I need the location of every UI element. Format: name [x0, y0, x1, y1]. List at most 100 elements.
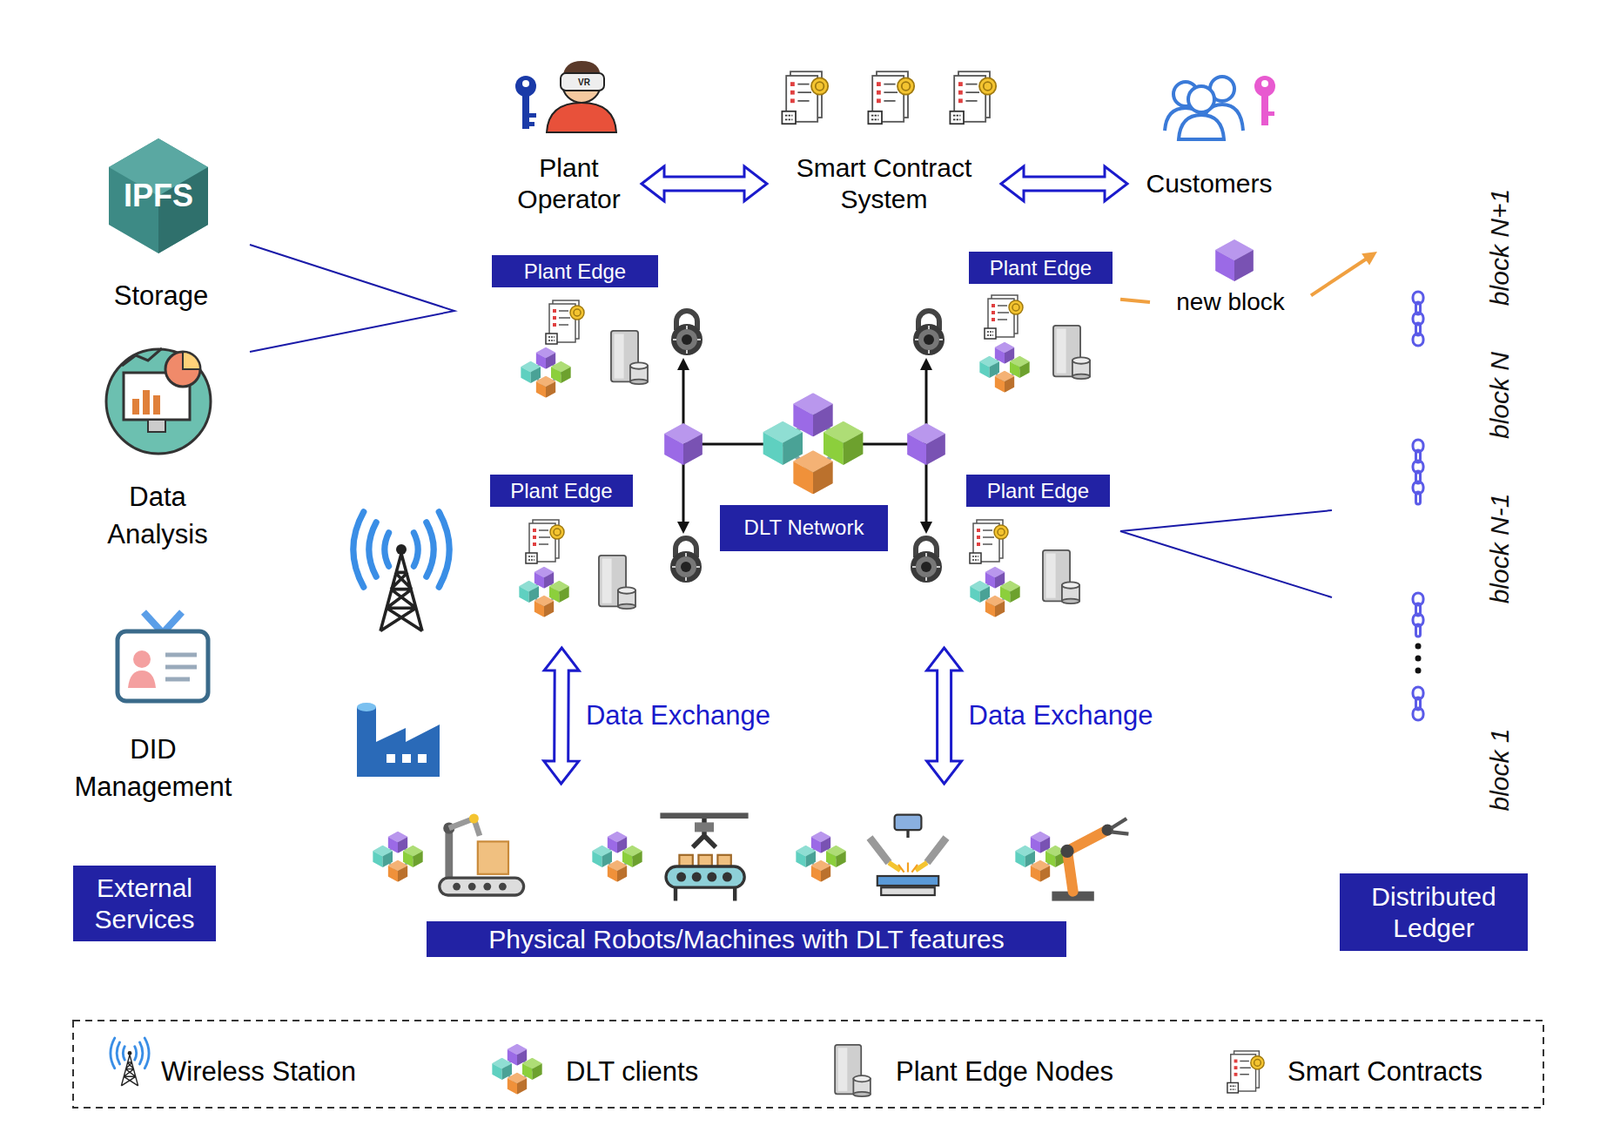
plane-shape [285, 239, 1317, 648]
ledger-panel: Distributed Ledger block N+1 block N block … [1331, 112, 1536, 968]
chain-dot [1415, 667, 1422, 674]
chain-dot [1415, 655, 1422, 662]
chain-link [1412, 707, 1424, 720]
robot-icon [869, 814, 947, 895]
cube-icon [907, 423, 946, 465]
block-label: block N [1485, 351, 1515, 439]
server-icon [1042, 550, 1080, 604]
legend-label: Plant Edge Nodes [895, 1055, 1114, 1088]
connector [1120, 299, 1150, 303]
legend-label: DLT clients [565, 1055, 699, 1088]
text-label: Data Analysis [83, 477, 232, 553]
connector [1412, 439, 1424, 505]
arrow-head [920, 357, 933, 370]
plant-edge-box: Plant Edge [487, 255, 682, 397]
top-icons [515, 60, 1276, 140]
new-block-box: new block [1149, 285, 1311, 319]
cube-hole [1431, 547, 1446, 570]
dlt-client-icon [969, 566, 1021, 618]
server-icon [611, 330, 648, 384]
actor-box: Customers [1127, 149, 1291, 218]
node-shape [925, 275, 1121, 397]
dlt-client-icon [518, 566, 570, 618]
dlt-client-icon [372, 831, 424, 882]
cube-hole [1431, 768, 1446, 791]
robot-icon [439, 813, 525, 896]
box-label: Smart Contract System [766, 152, 1002, 216]
cube-icon [1377, 726, 1459, 814]
contract-icon [984, 295, 1023, 339]
cube-icon [1215, 239, 1254, 282]
ledger-cube [1377, 351, 1459, 439]
edge-label: Data Exchange [968, 699, 1154, 732]
orange-line [1310, 258, 1367, 296]
connector [641, 166, 767, 202]
node-shape [486, 504, 682, 623]
padlock-icon [910, 537, 942, 583]
ledger-block: block N+1 [1377, 203, 1517, 291]
actor-box: Plant Operator [496, 149, 642, 218]
ledger-block: block N [1377, 351, 1517, 439]
plane-outline [285, 239, 1317, 648]
legend-label: Smart Contracts [1287, 1055, 1483, 1088]
server-icon [1053, 325, 1090, 379]
legend-label: Wireless Station [161, 1055, 357, 1088]
node-shape [487, 277, 682, 397]
dlt-client-icon [520, 347, 572, 398]
dlt-hub-icon [762, 392, 863, 494]
plant-edge-box: Plant Edge [925, 251, 1121, 397]
panel-label: DLT Network [719, 504, 888, 552]
system-box: Smart Contract System [766, 149, 1002, 218]
padlock-icon [671, 310, 703, 356]
double-arrow [544, 647, 580, 784]
box-label: Plant Operator [496, 152, 642, 216]
double-arrow [1001, 166, 1128, 202]
dlt-client-icon [1015, 831, 1066, 882]
cube-icon [1377, 351, 1459, 439]
panel-label: Distributed Ledger [1339, 873, 1528, 951]
server-icon [598, 555, 636, 609]
chain-link [1412, 333, 1424, 346]
padlock-icon [670, 537, 702, 583]
dlt-client-icon [979, 342, 1030, 393]
cube-hole [1431, 394, 1446, 417]
machines-plane: Physical Robots/Machines with DLT featur… [285, 783, 1253, 965]
panel-label: Physical Robots/Machines with DLT featur… [426, 921, 1067, 957]
dlt-client-icon [591, 831, 643, 882]
orange-line [1120, 299, 1150, 303]
block-label: block N-1 [1485, 493, 1515, 605]
external-service-icons [106, 138, 211, 701]
legend-icons [73, 1020, 1544, 1108]
ledger-block: block 1 [1377, 726, 1517, 814]
block-label: block N+1 [1485, 188, 1515, 306]
contract-icon [545, 300, 585, 344]
contract-icon [969, 519, 1009, 564]
arrow-head [677, 521, 690, 534]
cube-hole [1431, 246, 1446, 269]
cube-icon [1377, 504, 1459, 592]
plant-edge-box: Plant Edge [923, 474, 1120, 621]
panel-label: External Services [73, 865, 216, 942]
wireless-tower-icon [353, 511, 450, 632]
dlt-client-icon [795, 831, 847, 882]
cube-icon [664, 423, 703, 465]
double-arrow [641, 166, 767, 202]
text-label: VR [566, 77, 602, 88]
plant-edge-tab: Plant Edge [966, 474, 1110, 507]
connector [1412, 291, 1424, 346]
text-label: Storage [73, 280, 249, 312]
arrow-head [920, 521, 933, 534]
connector [927, 647, 962, 784]
cube-icon [1377, 203, 1459, 291]
ledger-block: block N-1 [1377, 504, 1517, 592]
box-label: Customers [1138, 168, 1279, 200]
connector [1001, 166, 1128, 202]
plant-edge-tab: Plant Edge [968, 251, 1113, 284]
ledger-cube [1377, 726, 1459, 814]
plant-edge-tab: Plant Edge [490, 474, 633, 507]
arrow-head [677, 357, 690, 370]
padlock-icon [913, 310, 945, 356]
robot-icon [659, 812, 748, 901]
callout-wedges [249, 244, 1332, 598]
